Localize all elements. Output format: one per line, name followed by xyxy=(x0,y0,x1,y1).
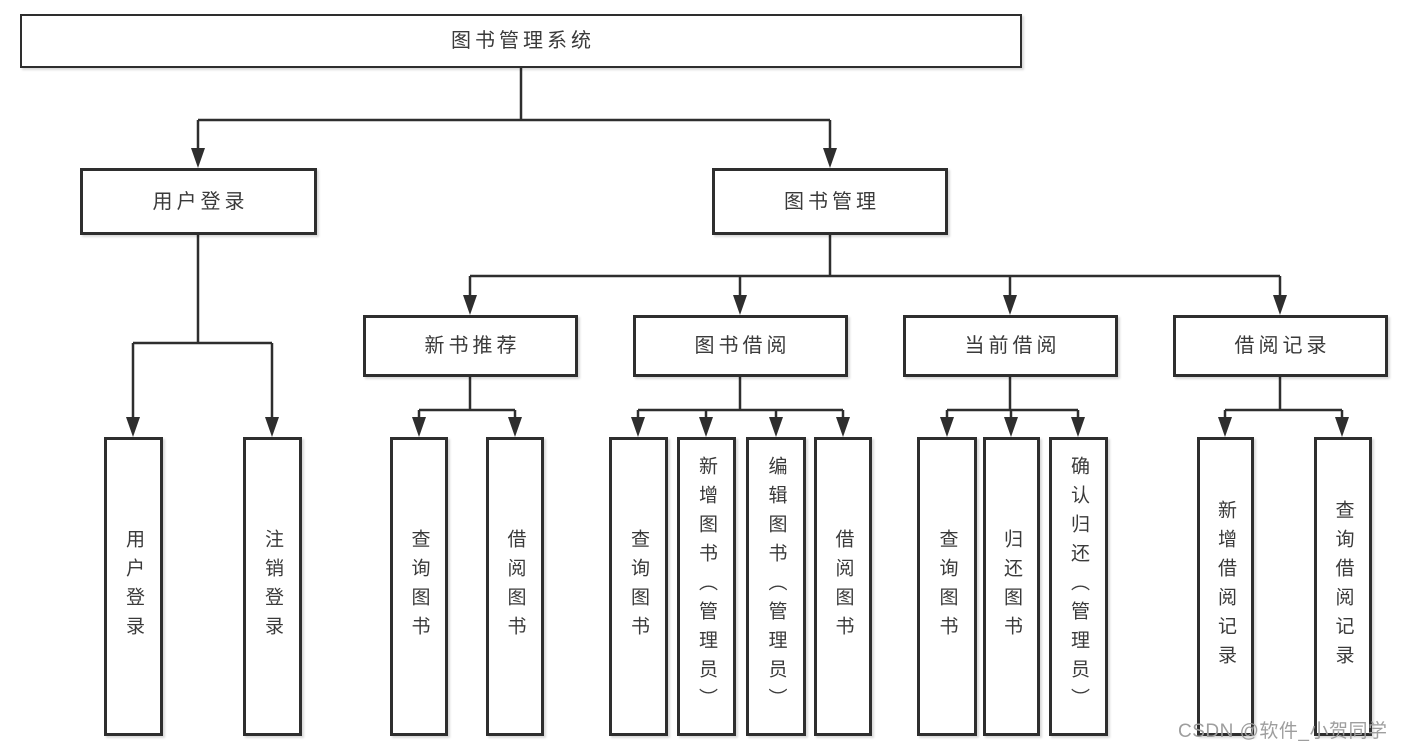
node-label: 注销登录 xyxy=(262,528,283,645)
node-label: 用户登录 xyxy=(123,528,144,645)
leaf-bb-borrow-books: 借阅图书 xyxy=(814,437,872,736)
node-label: 当前借阅 xyxy=(964,335,1061,357)
node-label: 编辑图书（管理员） xyxy=(765,456,787,717)
leaf-cb-query-books: 查询图书 xyxy=(917,437,977,736)
node-label: 用户登录 xyxy=(152,190,249,213)
node-current-borrowing: 当前借阅 xyxy=(903,315,1118,377)
node-label: 查询借阅记录 xyxy=(1332,499,1354,674)
node-book-borrowing: 图书借阅 xyxy=(633,315,848,377)
node-label: 查询图书 xyxy=(936,528,958,645)
leaf-logout: 注销登录 xyxy=(243,437,302,736)
connector-borrow-records-to-leaves xyxy=(1218,377,1349,437)
node-label: 图书管理 xyxy=(784,190,880,213)
node-label: 查询图书 xyxy=(408,528,430,645)
leaf-nbr-query-books: 查询图书 xyxy=(390,437,448,736)
leaf-bb-add-books-admin: 新增图书（管理员） xyxy=(677,437,736,736)
connector-current-borrow-to-leaves xyxy=(940,377,1085,437)
node-user-login: 用户登录 xyxy=(80,168,317,235)
node-label: 借阅图书 xyxy=(504,528,526,645)
node-new-book-recommendation: 新书推荐 xyxy=(363,315,578,377)
leaf-br-query-record: 查询借阅记录 xyxy=(1314,437,1372,736)
node-label: 查询图书 xyxy=(628,528,649,645)
leaf-cb-return-books: 归还图书 xyxy=(983,437,1040,736)
node-label: 新增图书（管理员） xyxy=(696,456,717,717)
connector-book-mgmt-to-level3 xyxy=(463,235,1287,315)
node-label: 借阅图书 xyxy=(832,528,854,645)
node-label: 新书推荐 xyxy=(424,335,521,357)
leaf-user-login: 用户登录 xyxy=(104,437,163,736)
leaf-bb-query-books: 查询图书 xyxy=(609,437,668,736)
node-library-management-system: 图书管理系统 xyxy=(20,14,1022,68)
connector-user-login-to-leaves xyxy=(126,235,279,437)
node-label: 确认归还（管理员） xyxy=(1068,456,1089,717)
csdn-watermark: CSDN @软件_小贺同学 xyxy=(1178,721,1388,742)
node-label: 归还图书 xyxy=(1001,528,1022,645)
leaf-br-add-record: 新增借阅记录 xyxy=(1197,437,1254,736)
connector-book-borrow-to-leaves xyxy=(631,377,850,437)
connector-root-to-level2 xyxy=(191,68,837,168)
node-book-management: 图书管理 xyxy=(712,168,948,235)
node-borrowing-records: 借阅记录 xyxy=(1173,315,1388,377)
leaf-nbr-borrow-books: 借阅图书 xyxy=(486,437,544,736)
connector-new-book-rec-to-leaves xyxy=(412,377,522,437)
leaf-bb-edit-books-admin: 编辑图书（管理员） xyxy=(746,437,806,736)
node-label: 图书借阅 xyxy=(694,335,791,357)
node-label: 新增借阅记录 xyxy=(1215,499,1236,674)
node-label: 借阅记录 xyxy=(1234,335,1331,357)
leaf-cb-confirm-return-admin: 确认归还（管理员） xyxy=(1049,437,1108,736)
node-label: 图书管理系统 xyxy=(451,30,595,52)
